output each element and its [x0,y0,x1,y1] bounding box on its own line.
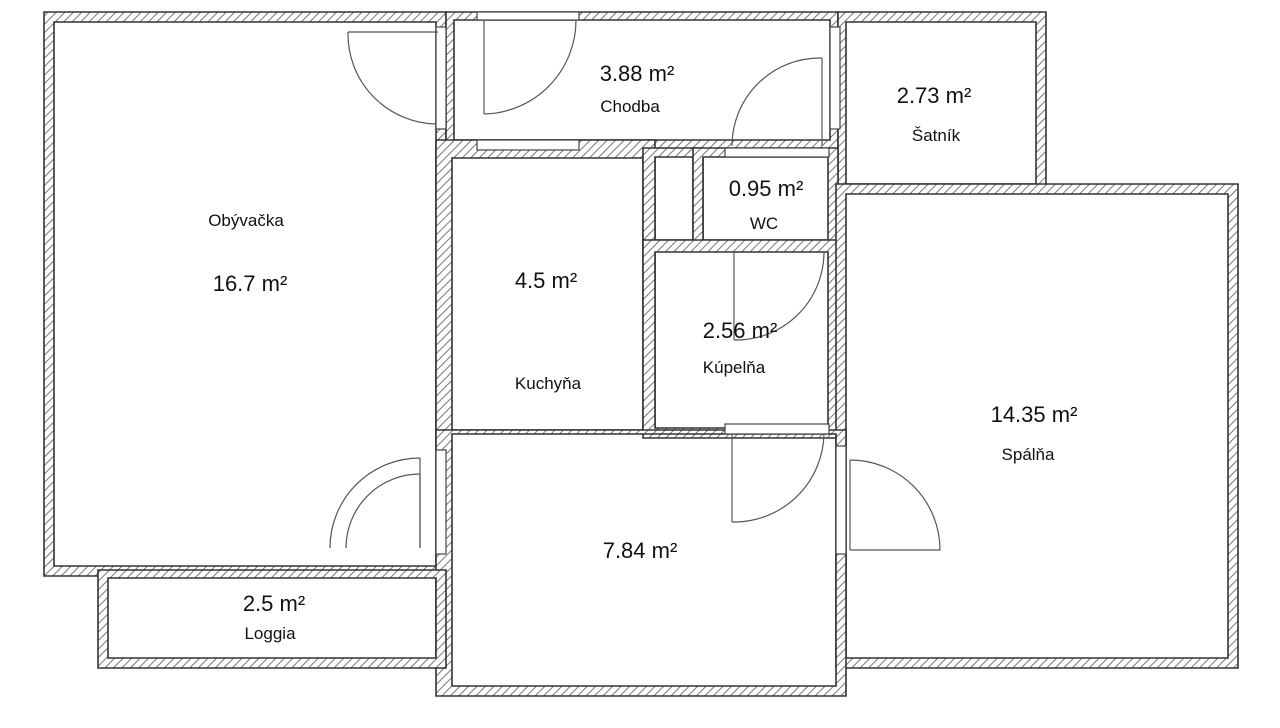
windows [435,11,847,555]
door-loggia-inner [345,473,421,549]
door-chodba [483,19,577,115]
opening-satnik [829,26,841,130]
doors [329,19,941,551]
room-name-kuchyna: Kuchyňa [515,374,582,393]
door-satnik [731,57,823,147]
window-chodba-top [476,11,580,21]
room-area-wc: 0.95 m² [729,176,804,201]
wall-hala [435,429,847,697]
door-spalna [849,459,941,551]
room-area-kuchyna: 4.5 m² [515,268,577,293]
room-area-chodba: 3.88 m² [600,61,675,86]
room-name-obyvacka: Obývačka [208,211,284,230]
window-kupelna-bottom [724,423,830,435]
room-name-satnik: Šatník [912,126,961,145]
door-hala [731,433,825,523]
room-area-satnik: 2.73 m² [897,83,972,108]
room-name-loggia: Loggia [244,624,296,643]
door-obyvacka [347,31,438,125]
opening-obyvacka-chodba [435,26,447,130]
opening-obyvacka-hala [435,449,447,555]
room-name-spalna: Spálňa [1002,445,1055,464]
wall-loggia [97,569,447,669]
room-area-loggia: 2.5 m² [243,591,305,616]
room-name-chodba: Chodba [600,97,660,116]
door-kupelna [733,251,825,341]
room-area-kupelna: 2.56 m² [703,318,778,343]
room-name-kupelna: Kúpelňa [703,358,766,377]
window-kuchyna-top [476,139,580,151]
room-name-wc: WC [750,214,778,233]
window-wc-top [724,147,830,158]
room-area-obyvacka: 16.7 m² [213,271,288,296]
room-area-hala: 7.84 m² [603,538,678,563]
room-area-spalna: 14.35 m² [991,402,1078,427]
room-labels: Obývačka 16.7 m² 3.88 m² Chodba 2.73 m² … [208,61,1077,643]
door-loggia-outer [329,457,421,549]
opening-spalna [835,445,847,555]
